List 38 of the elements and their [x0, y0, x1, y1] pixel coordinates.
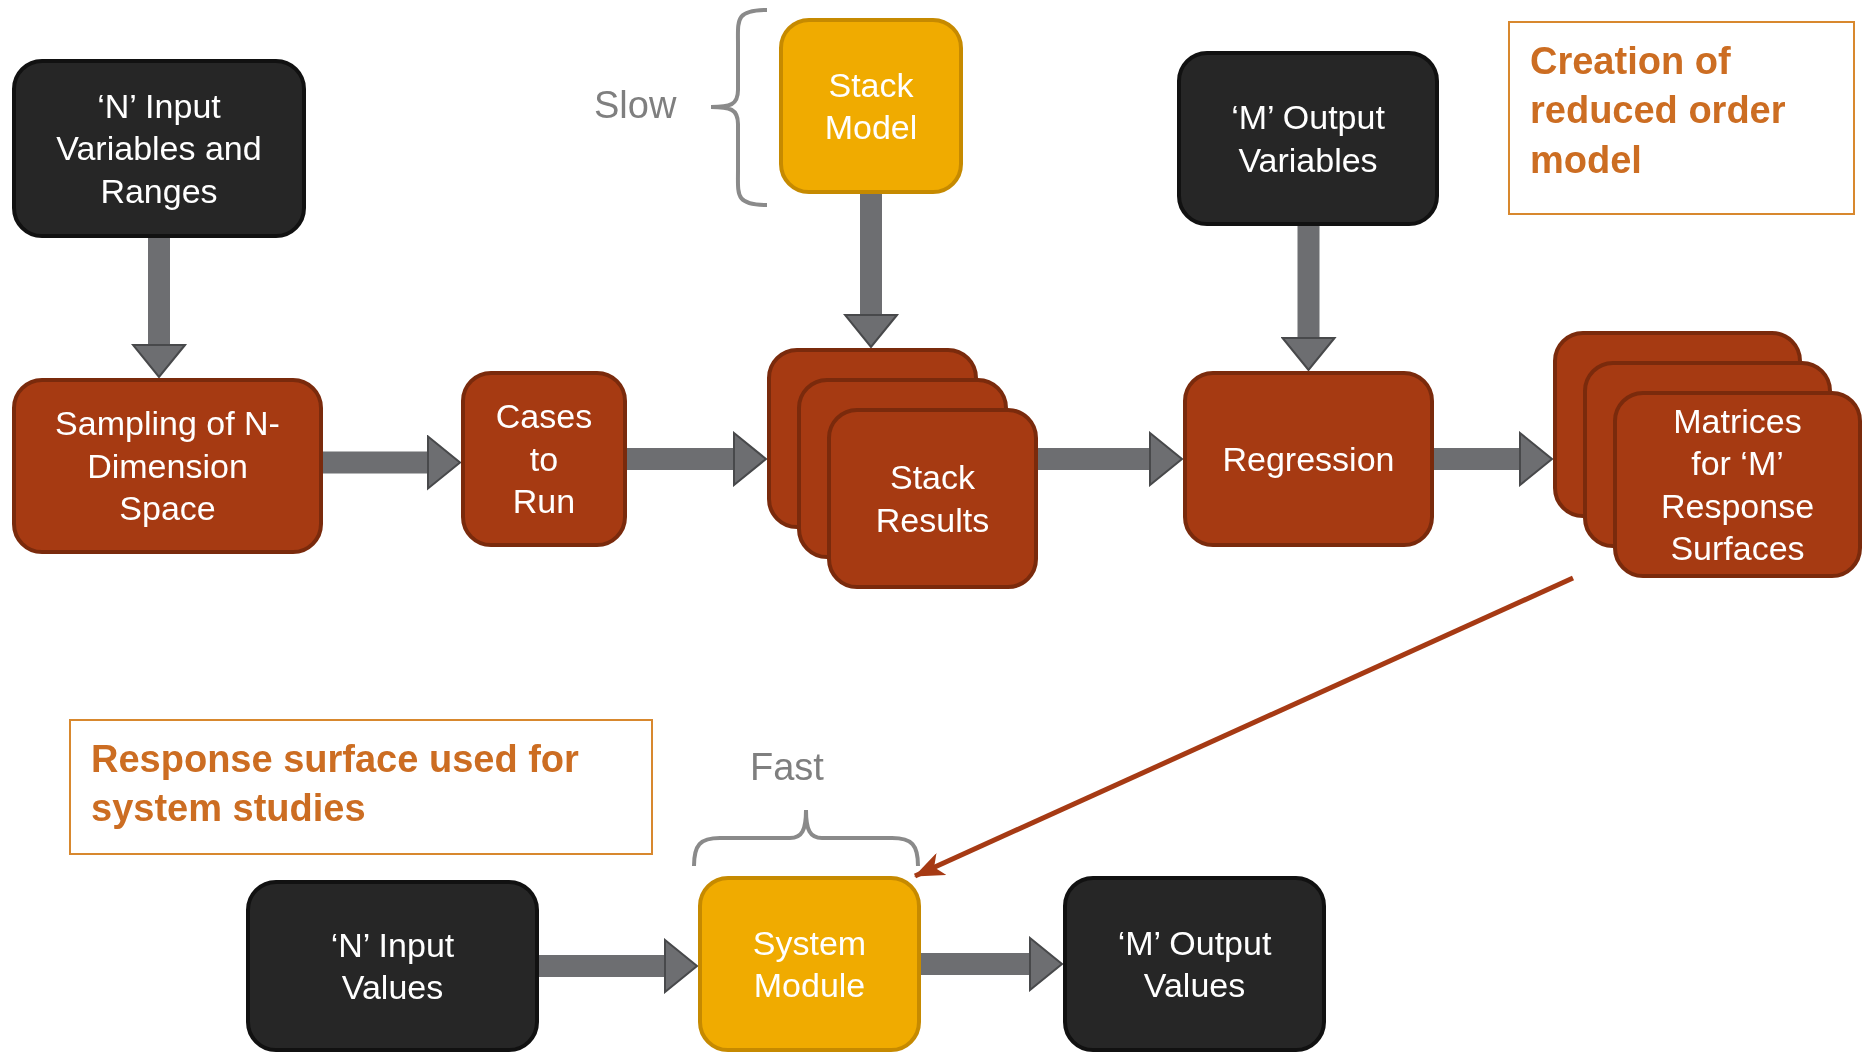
input-output-box [12, 59, 306, 238]
stacked-process-boxes [1553, 331, 1862, 578]
arrow [627, 432, 767, 486]
node-label: Stack Model [823, 64, 919, 148]
input-output-box [1063, 876, 1326, 1052]
input-output-box [246, 880, 539, 1052]
arrow [323, 435, 461, 490]
arrow [1434, 432, 1553, 486]
node-label: ‘N’ Input Values [329, 924, 456, 1008]
model-box [779, 18, 963, 194]
arrow [921, 937, 1063, 991]
arrow [132, 238, 186, 378]
node-label: Cases to Run [495, 396, 593, 523]
node-label: Sampling of N-Dimension Space [54, 403, 281, 530]
speed-label: Fast [750, 746, 824, 789]
arrow [844, 194, 898, 348]
process-box [461, 371, 627, 547]
note-box [69, 719, 653, 855]
node-label: Regression [1222, 438, 1395, 480]
arrow [913, 575, 1575, 879]
node-label: Matrices for ‘M’ Response Surfaces [1659, 400, 1816, 569]
model-box [698, 876, 921, 1052]
node-label: Stack Results [874, 457, 991, 541]
node-label: ‘M’ Output Values [1116, 922, 1273, 1006]
node-label: System Module [751, 922, 868, 1006]
arrow [1038, 432, 1183, 486]
stacked-process-boxes [767, 348, 1038, 589]
node-label: ‘M’ Output Variables [1230, 97, 1386, 181]
input-output-box [1177, 51, 1439, 226]
arrow [1281, 226, 1336, 371]
speed-label: Slow [594, 84, 677, 127]
arrow [539, 939, 698, 993]
note-box [1508, 21, 1855, 215]
note-text: Response surface used for system studies [91, 737, 580, 832]
note-text: Creation of reduced order model [1530, 39, 1787, 183]
node-label: ‘N’ Input Variables and Ranges [55, 85, 263, 212]
process-box [12, 378, 323, 554]
process-box [1183, 371, 1434, 547]
